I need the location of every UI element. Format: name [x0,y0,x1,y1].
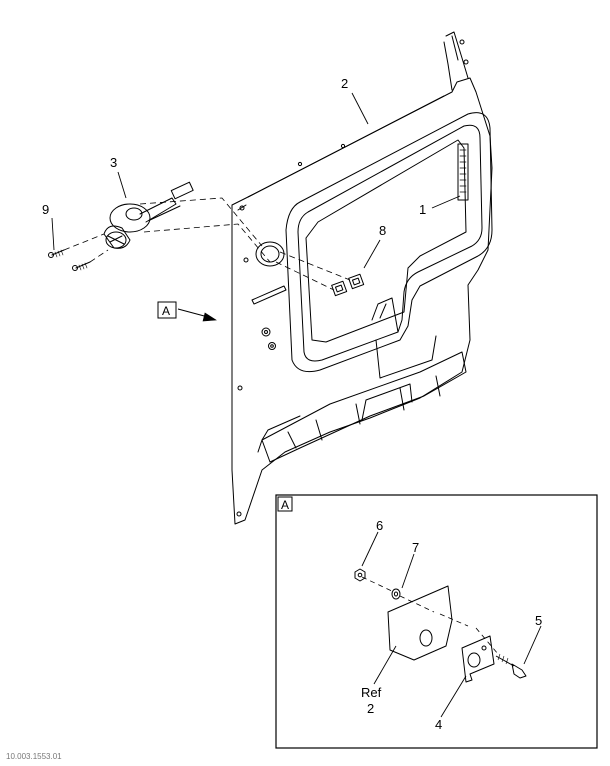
callout-1: 1 [419,202,426,217]
leader-8 [363,239,381,269]
callout-ref-number: 2 [367,701,374,716]
detail-view-a-label: A [281,498,289,512]
detail-view-a-tag [277,496,293,512]
leader-1 [431,195,461,209]
callout-4: 4 [435,717,442,732]
view-a-label: A [162,304,170,318]
leader-2 [351,92,369,125]
assembly-line-upper [139,197,263,247]
assembly-line-screw-1 [63,233,105,251]
leader-7 [401,553,415,589]
assembly-line-lower [143,223,271,263]
door-trim-panel [231,31,493,525]
screw-pair [48,249,91,271]
hex-nut [354,568,366,582]
callout-6: 6 [376,518,383,533]
leader-ref-2 [373,645,397,685]
assembly-line-switch [275,261,335,291]
leader-6 [361,531,379,567]
callout-8: 8 [379,223,386,238]
callout-ref-word: Ref [361,685,382,700]
screw [495,653,527,679]
retaining-clip [461,635,495,683]
callout-2: 2 [341,76,348,91]
callout-9: 9 [42,202,49,217]
assembly-line-screw-2 [89,249,109,263]
figure-code: 10.003.1553.01 [6,752,62,761]
callout-5: 5 [535,613,542,628]
door-handle-assembly [103,181,194,249]
leader-4 [440,675,467,718]
detail-assembly-line [361,576,499,655]
leader-9 [51,217,55,251]
assembly-line-switch-2 [279,251,351,281]
leader-3 [117,171,127,199]
panel-fragment-hole [419,629,433,647]
panel-fragment-ref-2 [387,585,453,661]
view-a-pointer [177,308,217,322]
lock-washer [391,588,401,600]
callout-3: 3 [110,155,117,170]
callout-7: 7 [412,540,419,555]
detail-view-a-frame [275,494,598,749]
switch-pair [331,273,365,297]
view-a-label-box [157,301,177,319]
leader-5 [523,625,542,665]
